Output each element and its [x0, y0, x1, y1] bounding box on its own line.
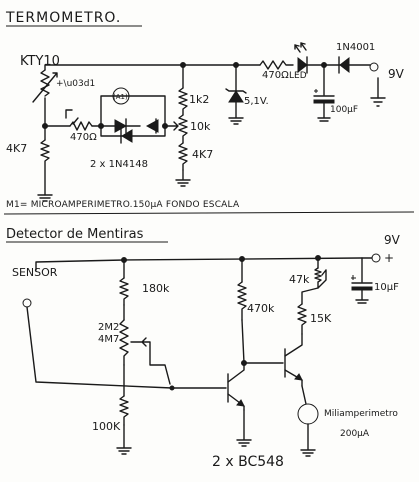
supply-terminal [369, 62, 379, 72]
meter-note: M1= MICROAMPERIMETRO.150µA FONDO ESCALA [6, 200, 240, 210]
label-1k2: 1k2 [189, 93, 209, 106]
capacitor-100uf [313, 64, 335, 122]
top-rail-2 [35, 257, 373, 271]
label-1n4001: 1N4001 [336, 42, 375, 53]
milliammeter [297, 385, 319, 457]
microammeter-m1: (A1) [112, 87, 130, 105]
sensor-electrodes [22, 298, 173, 389]
label-100uf: 100µF [330, 105, 358, 115]
label-led: LED [289, 71, 307, 81]
label-1n4148: 2 x 1N4148 [90, 159, 148, 170]
lie-detector-title: Detector de Mentiras [6, 227, 144, 242]
transistor-q2 [243, 333, 303, 387]
resistor-470k [237, 258, 247, 364]
svg-text:+: + [384, 251, 394, 265]
supply-9v-top: 9V [388, 67, 405, 81]
label-100k: 100K [92, 420, 121, 433]
svg-text:+\u03d1: +\u03d1 [56, 79, 95, 89]
supply-terminal-2 [371, 253, 381, 263]
label-zener: 5,1V. [244, 96, 269, 107]
junction-diodes-left [98, 123, 104, 129]
label-4k7-left: 4K7 [6, 142, 27, 155]
pot-47k-and-15k [297, 257, 327, 335]
label-180k: 180k [142, 282, 170, 295]
sensor-label: SENSOR [12, 266, 58, 279]
ground-q1 [236, 409, 252, 447]
transistor-q1 [171, 362, 245, 411]
label-milliammeter: Miliamperimetro [324, 409, 398, 419]
capacitor-10uf [351, 257, 373, 304]
label-47k: 47k [289, 273, 310, 286]
section-divider [3, 211, 415, 215]
label-10uf: 10µF [374, 282, 399, 293]
sensor-label-kty10: KTY10 [20, 54, 60, 69]
label-15k: 15K [310, 312, 332, 325]
diodes-1n4148 [100, 95, 166, 144]
label-470k: 470k [247, 302, 275, 315]
series-resistor-470 [259, 60, 294, 70]
resistor-4k7-left [37, 139, 53, 202]
junction-base [169, 385, 175, 391]
label-4m7: 4M7 [98, 334, 119, 345]
thermometer-title: TERMOMETRO. [5, 10, 121, 26]
supply-9v-2: 9V [384, 233, 401, 247]
label-4k7-right: 4K7 [192, 148, 213, 161]
label-10k: 10k [190, 120, 211, 133]
diode-1n4001 [338, 56, 371, 74]
led [294, 42, 308, 74]
ground-right [370, 77, 386, 107]
label-transistors: 2 x BC548 [212, 454, 284, 470]
input-divider [116, 259, 171, 455]
label-pot-470: 470Ω [70, 132, 97, 143]
label-2m2: 2M2 [98, 322, 119, 333]
zener-5v1 [225, 64, 247, 125]
pot-470 [65, 109, 102, 131]
label-470-ohm: 470Ω [262, 70, 289, 81]
meter-label: (A1) [113, 93, 128, 101]
right-divider [164, 64, 191, 187]
sensor-kty10: +\u03d1 [32, 69, 95, 103]
top-rail [44, 62, 261, 71]
label-meter-range: 200µA [340, 429, 370, 439]
